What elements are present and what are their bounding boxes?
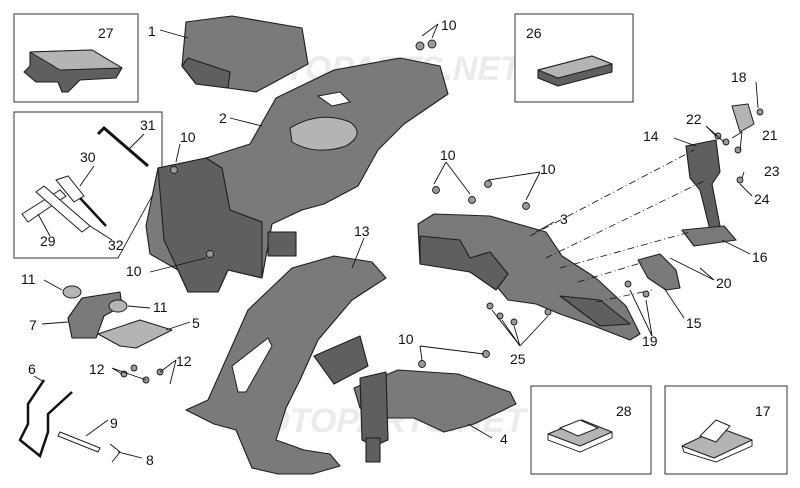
inset-box-27 xyxy=(13,13,139,103)
callout-21: 21 xyxy=(762,127,778,143)
callout-10-top: 10 xyxy=(441,17,457,33)
alignment-lines xyxy=(529,149,711,303)
callout-18: 18 xyxy=(731,69,747,85)
part-14-plate-holder xyxy=(685,139,721,231)
callout-labels: 1 2 3 4 5 6 7 8 9 10 10 10 10 10 10 11 1… xyxy=(21,17,780,468)
part-13-mudguard xyxy=(185,255,387,475)
part-8-clip xyxy=(109,443,121,463)
part-11-bushing-b xyxy=(108,299,128,313)
callout-10-bottom: 10 xyxy=(398,331,414,347)
callout-16: 16 xyxy=(752,249,768,265)
callout-24: 24 xyxy=(754,191,770,207)
callout-12-a: 12 xyxy=(176,353,192,369)
callout-22: 22 xyxy=(686,111,702,127)
callout-28: 28 xyxy=(616,403,632,419)
callout-11-b: 11 xyxy=(153,299,168,315)
callout-14: 14 xyxy=(643,128,659,144)
callout-30: 30 xyxy=(80,149,96,165)
part-11-bushing-a xyxy=(62,285,82,299)
inset-box-tools xyxy=(13,111,163,259)
part-16-reflector xyxy=(681,225,737,247)
callout-32: 32 xyxy=(108,237,124,253)
callout-7: 7 xyxy=(29,317,37,333)
inset-box-26 xyxy=(514,13,634,103)
callout-31: 31 xyxy=(140,117,156,133)
callout-15: 15 xyxy=(686,315,702,331)
callout-17: 17 xyxy=(755,403,771,419)
part-5-plate xyxy=(97,319,173,349)
part-15-lamp xyxy=(637,253,681,291)
callout-29: 29 xyxy=(40,233,56,249)
callout-3: 3 xyxy=(560,211,568,227)
callout-2: 2 xyxy=(219,110,227,126)
callout-26: 26 xyxy=(526,25,542,41)
callout-10-lower-left: 10 xyxy=(126,263,142,279)
callout-9: 9 xyxy=(110,415,118,431)
callout-20: 20 xyxy=(716,275,732,291)
callout-25: 25 xyxy=(510,351,526,367)
callout-12-b: 12 xyxy=(89,361,105,377)
callout-10-mid-b: 10 xyxy=(540,161,556,177)
part-6-wire xyxy=(18,379,73,459)
callout-11-a: 11 xyxy=(21,271,36,287)
callout-27: 27 xyxy=(98,25,114,41)
callout-10-mid-a: 10 xyxy=(440,147,456,163)
part-9-rod xyxy=(57,431,101,453)
callout-5: 5 xyxy=(192,315,200,331)
callout-19: 19 xyxy=(642,333,658,349)
inset-box-28 xyxy=(530,385,652,475)
callout-4: 4 xyxy=(500,431,508,447)
inset-box-17 xyxy=(664,385,788,475)
callout-13: 13 xyxy=(354,223,370,239)
callout-10-left: 10 xyxy=(180,129,196,145)
leader-lines xyxy=(33,23,759,459)
callout-8: 8 xyxy=(146,452,154,468)
callout-6: 6 xyxy=(28,361,36,377)
callout-23: 23 xyxy=(764,163,780,179)
callout-1: 1 xyxy=(148,23,156,39)
